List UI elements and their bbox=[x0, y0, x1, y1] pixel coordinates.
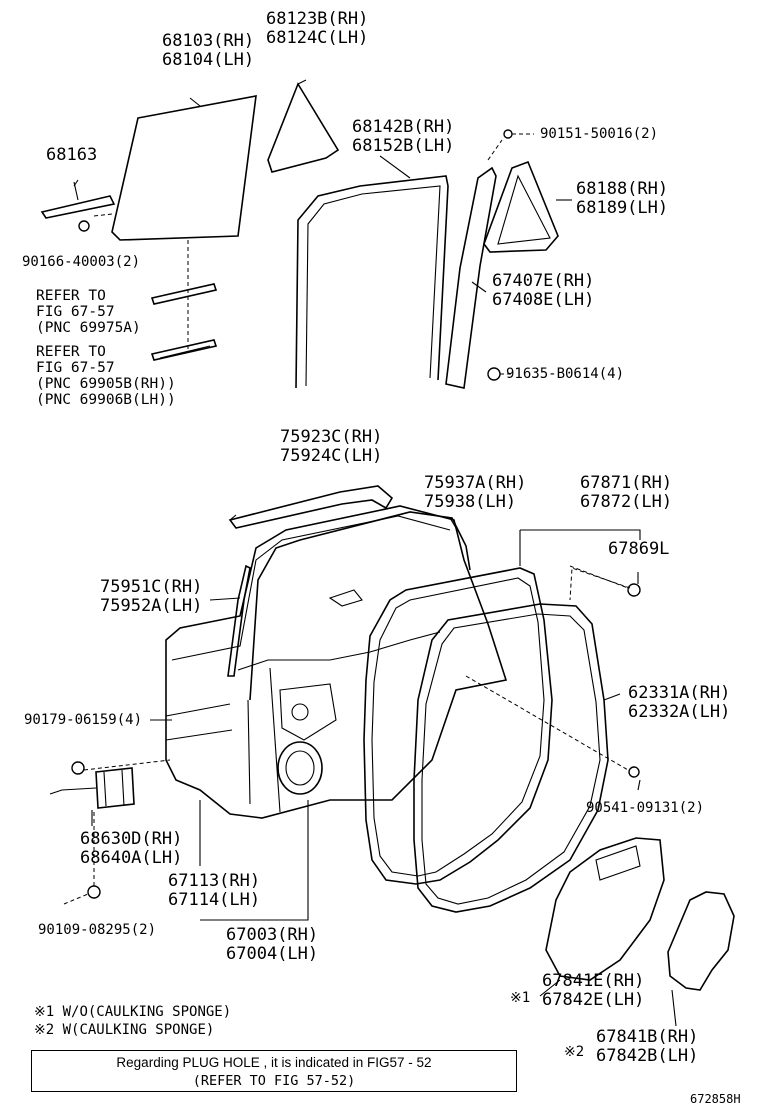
label-68123: 68123B(RH) 68124C(LH) bbox=[266, 9, 369, 48]
bolt-91635[interactable] bbox=[487, 367, 501, 381]
legend-item-2: ※2 W(CAULKING SPONGE) bbox=[34, 1022, 215, 1038]
quarter-window-frame[interactable] bbox=[483, 160, 559, 253]
door-frame-moulding[interactable] bbox=[249, 511, 471, 701]
weatherstrip-ref2[interactable] bbox=[150, 339, 218, 361]
screw-90151[interactable] bbox=[503, 129, 513, 139]
label-68142: 68142B(RH) 68152B(LH) bbox=[352, 117, 455, 156]
label-90151: 90151-50016(2) bbox=[540, 126, 659, 142]
door-glass[interactable] bbox=[111, 95, 257, 241]
label-62331: 62331A(RH) 62332A(LH) bbox=[628, 683, 731, 722]
label-90109: 90109-08295(2) bbox=[38, 922, 157, 938]
mark-2: ※2 bbox=[564, 1044, 585, 1060]
glass-run[interactable] bbox=[295, 175, 449, 389]
label-75951: 75951C(RH) 75952A(LH) bbox=[100, 577, 203, 616]
label-67113: 67113(RH) 67114(LH) bbox=[168, 871, 261, 910]
bolt-90179[interactable] bbox=[71, 761, 85, 775]
label-refer-2: REFER TO FIG 67-57 (PNC 69905B(RH)) (PNC… bbox=[36, 344, 176, 408]
speaker-hole bbox=[277, 741, 323, 795]
window-regulator[interactable] bbox=[279, 683, 337, 741]
cover-window bbox=[595, 845, 641, 881]
hole-cover-67841e[interactable] bbox=[545, 837, 665, 981]
clip-67869[interactable] bbox=[627, 583, 641, 597]
label-67407: 67407E(RH) 67408E(LH) bbox=[492, 271, 595, 310]
label-67871: 67871(RH) 67872(LH) bbox=[580, 473, 673, 512]
door-hinge[interactable] bbox=[95, 767, 135, 809]
label-90179: 90179-06159(4) bbox=[24, 712, 143, 728]
label-67869: 67869L bbox=[608, 539, 670, 559]
label-75937: 75937A(RH) 75938(LH) bbox=[424, 473, 527, 512]
bolt-90166[interactable] bbox=[78, 220, 90, 232]
note-line-2: (REFER TO FIG 57-52) bbox=[192, 1073, 356, 1089]
door-panel[interactable] bbox=[165, 505, 508, 819]
label-68188: 68188(RH) 68189(LH) bbox=[576, 179, 669, 218]
quarter-glass[interactable] bbox=[267, 82, 340, 173]
label-90166: 90166-40003(2) bbox=[22, 254, 141, 270]
label-refer-1: REFER TO FIG 67-57 (PNC 69975A) bbox=[36, 288, 141, 336]
mark-1: ※1 bbox=[510, 990, 531, 1006]
plug-hole-note: Regarding PLUG HOLE , it is indicated in… bbox=[31, 1050, 517, 1092]
label-67841e: 67841E(RH) 67842E(LH) bbox=[542, 971, 645, 1010]
division-bar[interactable] bbox=[445, 166, 497, 389]
legend-item-1: ※1 W/O(CAULKING SPONGE) bbox=[34, 1004, 232, 1020]
label-68630: 68630D(RH) 68640A(LH) bbox=[80, 829, 183, 868]
figure-id: 672858H bbox=[690, 1092, 741, 1106]
label-67003: 67003(RH) 67004(LH) bbox=[226, 925, 319, 964]
bolt-90541[interactable] bbox=[628, 766, 640, 778]
label-90541: 90541-09131(2) bbox=[586, 800, 705, 816]
label-75923: 75923C(RH) 75924C(LH) bbox=[280, 427, 383, 466]
label-91635: 91635-B0614(4) bbox=[506, 366, 625, 382]
lower-channel[interactable] bbox=[40, 195, 116, 219]
bolt-90109[interactable] bbox=[87, 885, 101, 899]
belt-moulding[interactable] bbox=[228, 485, 394, 529]
label-68163: 68163 bbox=[46, 145, 98, 165]
hole-cover-67841b[interactable] bbox=[667, 891, 735, 991]
note-line-1: Regarding PLUG HOLE , it is indicated in… bbox=[116, 1055, 432, 1070]
weatherstrip-ref1[interactable] bbox=[150, 283, 218, 305]
label-67841b: 67841B(RH) 67842B(LH) bbox=[596, 1027, 699, 1066]
label-68103: 68103(RH) 68104(LH) bbox=[162, 31, 255, 70]
opening-weatherstrip[interactable] bbox=[413, 603, 609, 913]
door-weatherstrip[interactable] bbox=[363, 567, 553, 885]
run-channel[interactable] bbox=[227, 564, 251, 677]
